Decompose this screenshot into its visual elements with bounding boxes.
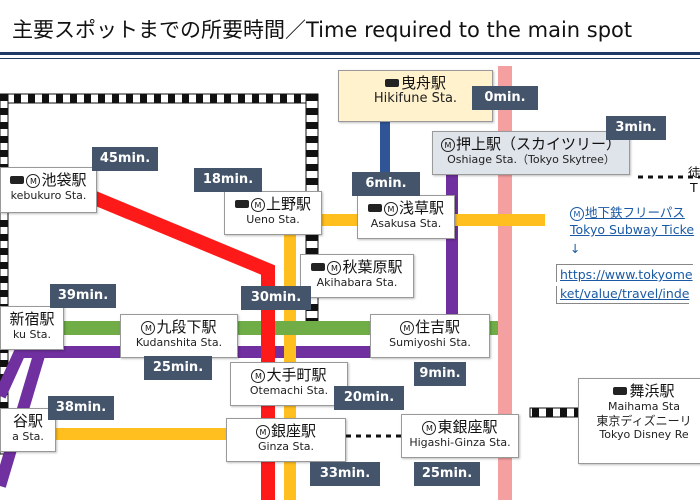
subway-icon: M [251,368,266,383]
blue-line [380,106,390,176]
time-ueno: 18min. [194,168,262,192]
station-maihama-en: Maihama Sta [608,400,680,413]
station-shinjuku-jp: 新宿駅 [9,310,55,328]
title-divider [0,52,700,55]
title-bar: 主要スポットまでの所要時間／Time required to the main … [0,0,700,66]
time-oshiage: 3min. [606,116,666,140]
subway-pass-en[interactable]: Tokyo Subway Ticke [570,222,695,237]
station-sumiyoshi-jp: 住吉駅 [414,318,460,336]
station-akihabara-en: Akihabara Sta. [316,276,398,289]
station-maihama-en3: Tokyo Disney Re [599,428,689,441]
station-akihabara-jp: 秋葉原駅 [342,258,403,276]
station-shibuya-en: a Sta. [12,430,44,443]
station-maihama-jp: 舞浜駅 [629,382,675,400]
time-ginza: 33min. [310,462,380,486]
edge-text-2: T [690,180,698,195]
station-shinjuku-en: ku Sta. [12,328,52,341]
station-shinjuku[interactable]: 新宿駅 ku Sta. [0,306,64,350]
down-arrow: ↓ [570,241,581,256]
station-ginza-jp: 銀座駅 [270,422,316,440]
station-ueno-jp: 上野駅 [265,195,311,213]
station-ginza-en: Ginza Sta. [257,440,315,453]
station-maihama-en2: 東京ディズニーリ [596,414,692,428]
title-divider-thin [0,58,700,59]
train-icon [367,203,382,212]
station-shibuya[interactable]: 谷駅 a Sta. [0,408,56,452]
subway-icon: M [383,201,398,216]
train-icon [10,175,25,184]
time-higashiginza: 25min. [414,462,480,486]
subway-icon: M [255,424,270,439]
time-otemachi: 20min. [334,386,404,410]
subway-pass-url-2[interactable]: ket/value/travel/inde [556,286,690,304]
subway-icon: M [327,260,342,275]
train-icon [234,199,249,208]
time-kudanshita: 25min. [144,356,212,380]
station-shibuya-jp: 谷駅 [12,412,43,430]
station-hikifune-jp: 曳舟駅 [400,74,446,92]
station-higashiginza-en: Higashi-Ginza Sta. [409,436,511,449]
station-kudanshita-jp: 九段下駅 [156,318,217,336]
page-title: 主要スポットまでの所要時間／Time required to the main … [12,18,633,42]
station-asakusa-en: Asakusa Sta. [370,217,442,230]
subway-icon: M [141,320,156,335]
subway-pass-url-1[interactable]: https://www.tokyome [556,264,693,282]
time-shibuya: 38min. [48,396,114,420]
station-ikebukuro-jp: 池袋駅 [41,171,87,189]
time-shinjuku: 39min. [50,284,116,308]
jr-line-left [0,93,9,455]
time-akihabara: 30min. [241,286,311,310]
station-kudanshita-en: Kudanshita Sta. [135,336,223,349]
subway-icon: M [440,137,455,152]
station-ikebukuro-en: kebukuro Sta. [10,189,87,202]
train-icon [384,78,399,87]
subway-icon: M [570,206,584,221]
edge-text-1: 徒 [688,165,700,180]
station-maihama[interactable]: 舞浜駅 Maihama Sta 東京ディズニーリ Tokyo Disney Re [578,378,700,464]
station-otemachi-jp: 大手町駅 [266,366,327,384]
station-asakusa-jp: 浅草駅 [398,199,444,217]
station-oshiage-en: Oshiage Sta.（Tokyo Skytree） [447,153,615,166]
station-hikifune[interactable]: 曳舟駅 Hikifune Sta. [338,70,493,122]
station-ueno-en: Ueno Sta. [246,213,300,226]
time-hikifune: 0min. [472,86,538,110]
station-oshiage-jp: 押上駅（スカイツリー） [455,135,621,153]
time-sumiyoshi: 9min. [414,362,466,386]
train-icon [613,386,628,395]
station-otemachi-en: Otemachi Sta. [249,384,329,397]
train-icon [311,262,326,271]
station-sumiyoshi-en: Sumiyoshi Sta. [389,336,471,349]
subway-icon: M [399,320,414,335]
time-asakusa: 6min. [352,172,420,196]
subway-icon: M [250,197,265,212]
station-higashiginza-jp: 東銀座駅 [437,418,498,436]
subway-icon: M [26,173,41,188]
station-hikifune-en: Hikifune Sta. [373,91,458,106]
time-ikebukuro: 45min. [92,147,158,171]
subway-icon: M [422,420,437,435]
jr-line-top [0,93,319,104]
